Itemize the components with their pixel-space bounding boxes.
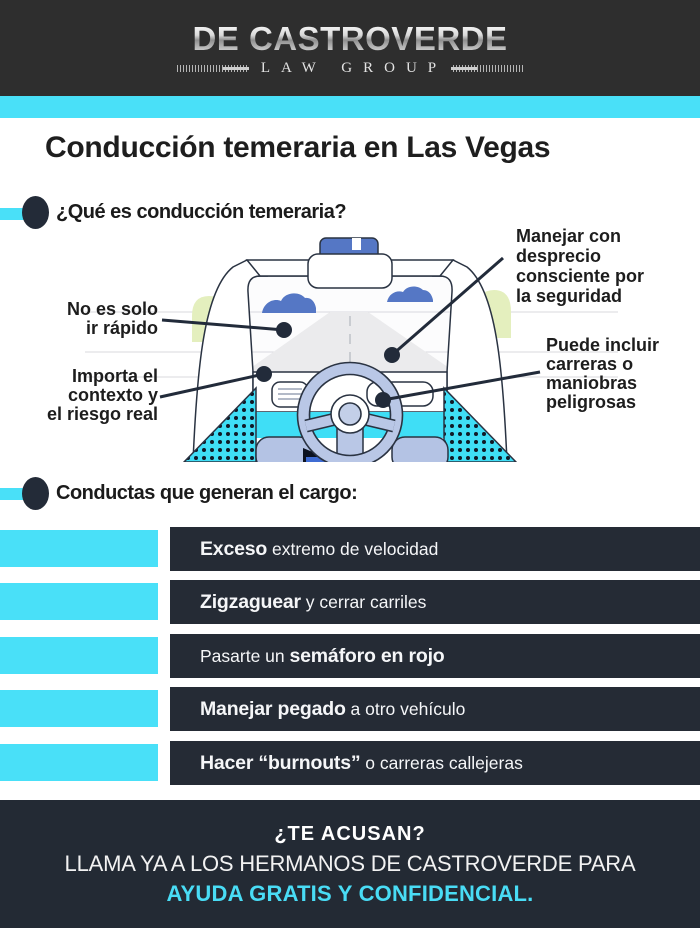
row-text-post: o carreras callejeras <box>360 752 523 773</box>
steering-wheel-icon <box>296 361 404 462</box>
header: DE CASTROVERDE LAW GROUP <box>0 0 700 96</box>
brand-logo: DE CASTROVERDE <box>192 20 508 57</box>
conduct-row-accent <box>0 744 158 781</box>
callout-dots <box>256 322 400 408</box>
footer-cta: ¿TE ACUSAN? LLAMA YA A LOS HERMANOS DE C… <box>0 800 700 928</box>
row-text-post: extremo de velocidad <box>267 538 439 559</box>
row-text-bold: Zigzaguear <box>200 590 301 613</box>
column-shadow-base <box>306 457 334 462</box>
section1-bullet-dot <box>22 196 49 229</box>
row-text-bold: Hacer “burnouts” <box>200 751 361 774</box>
callout-not-just-speed: No es solo ir rápido <box>66 299 158 338</box>
row-text-pre: Pasarte un <box>200 645 290 666</box>
tagline-rule-right-icon <box>451 65 524 72</box>
section1-heading: ¿Qué es conducción temeraria? <box>56 201 347 223</box>
conduct-row-accent <box>0 637 158 674</box>
brand-tagline: LAW GROUP <box>260 60 448 76</box>
conduct-row-accent <box>0 583 158 620</box>
callout-disregard-safety: Manejar con desprecio consciente por la … <box>516 226 645 306</box>
section2-heading: Conductas que generan el cargo: <box>56 482 358 504</box>
conduct-row-tailgating: Manejar pegado a otro vehículo <box>170 687 700 731</box>
tagline-rule-left-icon <box>176 65 249 72</box>
polka-dot-panels <box>182 386 518 462</box>
cloud-right-icon <box>387 286 433 302</box>
row-text-post: y cerrar carriles <box>300 591 427 612</box>
callout-races-maneuvers: Puede incluir carreras o maniobras pelig… <box>546 335 660 412</box>
conduct-row-weaving: Zigzaguear y cerrar carriles <box>170 580 700 624</box>
road <box>245 312 455 372</box>
row-text-bold: Manejar pegado <box>200 697 346 720</box>
section2-bullet-dot <box>22 477 49 510</box>
header-cyan-stripe <box>0 96 700 118</box>
section1-accent-bar <box>0 208 26 220</box>
row-text-bold: Exceso <box>200 537 268 560</box>
callout-context-matters: Importa el contexto y el riesgo real <box>46 366 158 424</box>
footer-question: ¿TE ACUSAN? <box>274 823 426 845</box>
conduct-row-burnouts: Hacer “burnouts” o carreras callejeras <box>170 741 700 785</box>
footer-cta-line: LLAMA YA A LOS HERMANOS DE CASTROVERDE P… <box>64 851 636 876</box>
callout-lines <box>159 256 541 402</box>
cloud-left-icon <box>262 293 316 313</box>
row-text-post: a otro vehículo <box>345 698 466 719</box>
footer-cta-highlight: AYUDA GRATIS Y CONFIDENCIAL. <box>166 881 534 906</box>
page-title: Conducción temeraria en Las Vegas <box>45 131 551 164</box>
conduct-row-red-light: Pasarte un semáforo en rojo <box>170 634 700 678</box>
conduct-row-speeding: Exceso extremo de velocidad <box>170 527 700 571</box>
brand-tagline-row: LAW GROUP <box>176 60 524 76</box>
conduct-row-accent <box>0 530 158 567</box>
row-text-bold: semáforo en rojo <box>289 644 445 667</box>
rearview-mirror-icon <box>307 237 393 289</box>
seats <box>255 436 449 462</box>
car-interior-illustration <box>85 237 618 462</box>
conduct-row-accent <box>0 690 158 727</box>
section2-accent-bar <box>0 488 26 500</box>
